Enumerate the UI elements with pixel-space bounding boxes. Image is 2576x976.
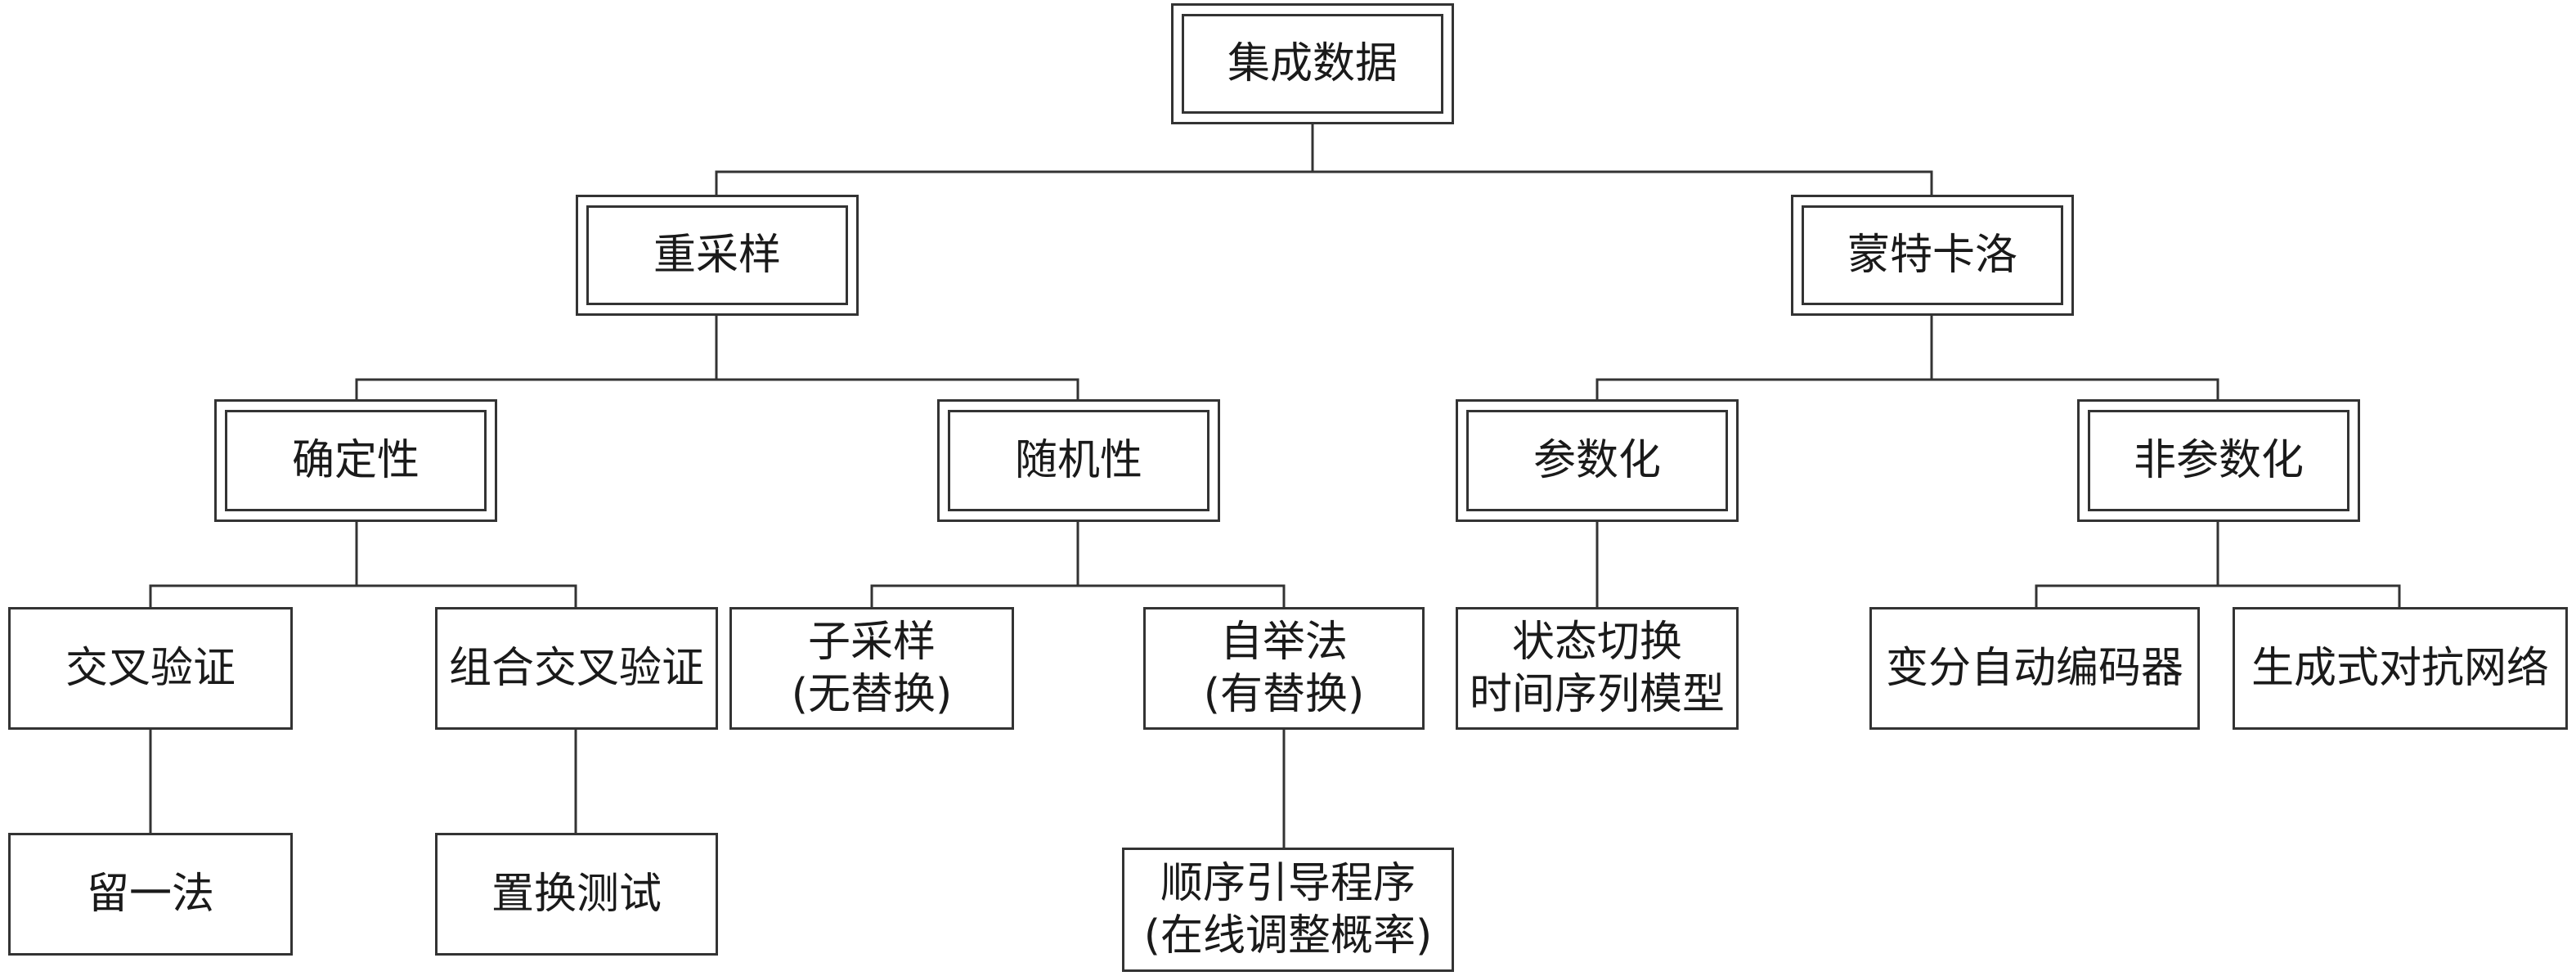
node-parametric: 参数化	[1456, 399, 1739, 522]
node-gan-label: 生成式对抗网络	[2251, 644, 2549, 693]
node-bootstrap-line2: (有替换)	[1203, 670, 1365, 719]
node-sequential-bootstrap-line1: 顺序引导程序	[1160, 859, 1416, 908]
node-deterministic: 确定性	[214, 399, 497, 522]
node-bootstrap-line1: 自举法	[1219, 618, 1348, 667]
node-permutation-test-label: 置换测试	[491, 870, 662, 919]
node-combinatorial-cv: 组合交叉验证	[435, 607, 718, 730]
node-leave-one-out: 留一法	[8, 833, 293, 956]
node-nonparametric-label: 非参数化	[2133, 436, 2304, 485]
node-regime-switching-line2: 时间序列模型	[1469, 670, 1725, 719]
node-sequential-bootstrap-line2: (在线调整概率)	[1143, 911, 1433, 960]
node-vae-label: 变分自动编码器	[1885, 644, 2183, 693]
node-bootstrap: 自举法 (有替换)	[1143, 607, 1425, 730]
node-resampling: 重采样	[576, 195, 859, 316]
node-monte-carlo-label: 蒙特卡洛	[1847, 231, 2017, 280]
node-monte-carlo: 蒙特卡洛	[1791, 195, 2074, 316]
node-subsampling-line1: 子采样	[807, 618, 936, 667]
node-gan: 生成式对抗网络	[2233, 607, 2568, 730]
node-random-label: 随机性	[1014, 436, 1142, 485]
node-deterministic-label: 确定性	[291, 436, 420, 485]
node-nonparametric: 非参数化	[2077, 399, 2360, 522]
node-vae: 变分自动编码器	[1869, 607, 2200, 730]
node-combinatorial-cv-label: 组合交叉验证	[448, 644, 704, 693]
node-subsampling: 子采样 (无替换)	[729, 607, 1014, 730]
node-subsampling-line2: (无替换)	[791, 670, 953, 719]
node-cross-validation-label: 交叉验证	[65, 644, 236, 693]
node-sequential-bootstrap: 顺序引导程序 (在线调整概率)	[1122, 848, 1454, 972]
node-regime-switching-line1: 状态切换	[1511, 618, 1682, 667]
node-cross-validation: 交叉验证	[8, 607, 293, 730]
node-resampling-label: 重采样	[653, 231, 781, 280]
node-leave-one-out-label: 留一法	[86, 870, 214, 919]
node-parametric-label: 参数化	[1533, 436, 1661, 485]
node-random: 随机性	[937, 399, 1220, 522]
node-regime-switching: 状态切换 时间序列模型	[1456, 607, 1739, 730]
node-integrated-data: 集成数据	[1171, 3, 1454, 124]
node-permutation-test: 置换测试	[435, 833, 718, 956]
node-integrated-data-label: 集成数据	[1227, 39, 1398, 88]
